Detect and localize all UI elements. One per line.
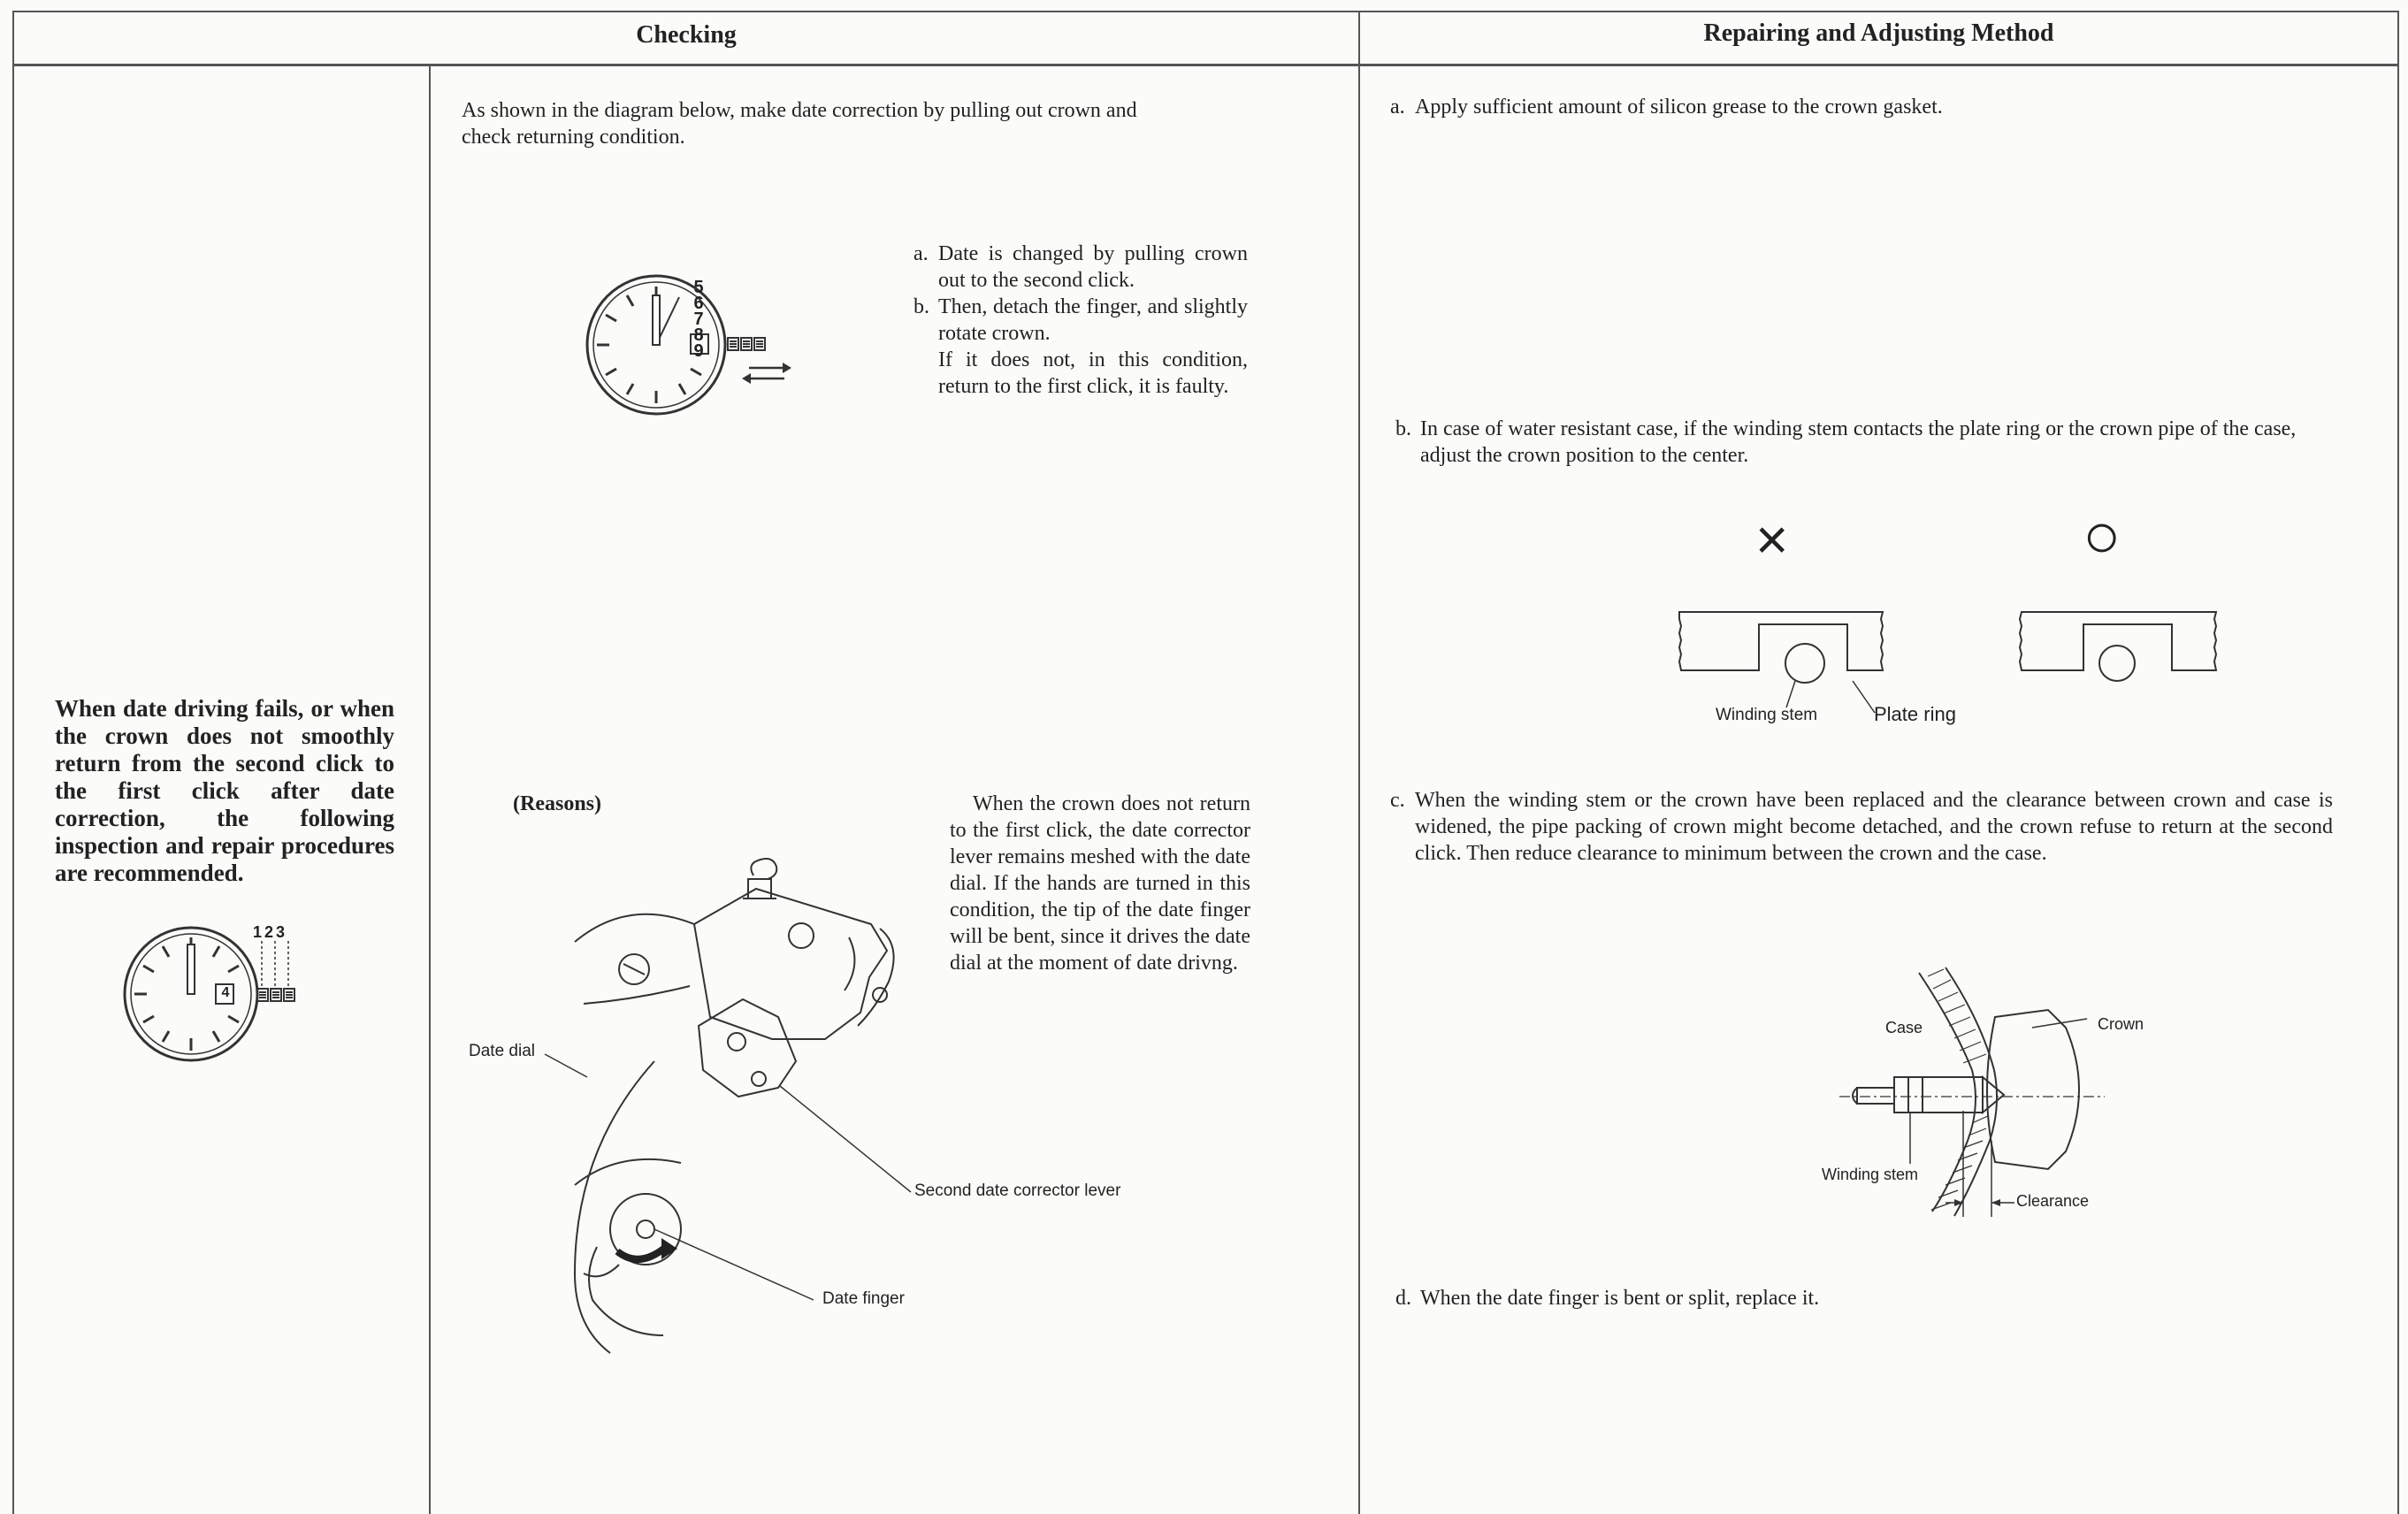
plate-ring-diagram-wrong — [1678, 611, 1884, 684]
left-dial-numbers: 123 — [253, 923, 288, 941]
step-marker: b. — [914, 295, 929, 318]
repair-step-a: a. Apply sufficient amount of silicon gr… — [1390, 94, 2328, 120]
table-right-border — [2397, 11, 2399, 1514]
dial-number-8: 8 — [693, 325, 704, 345]
dial-number-5: 5 — [693, 278, 704, 297]
step-marker: c. — [1390, 789, 1405, 812]
plate-ring-diagram-right — [2018, 611, 2218, 682]
table-left-border — [12, 11, 14, 1514]
repair-step-c: c. When the winding stem or the crown ha… — [1390, 787, 2333, 867]
label-date-finger: Date finger — [822, 1289, 905, 1308]
step-marker: a. — [914, 242, 929, 265]
checking-step-b-cont: If it does not, in this condition, retur… — [914, 347, 1248, 400]
label-crown: Crown — [2098, 1015, 2144, 1033]
table-top-border — [12, 11, 2399, 12]
column-divider-2 — [1358, 11, 1360, 1514]
step-marker: d. — [1395, 1287, 1411, 1310]
symptom-text: When date driving fails, or when the cro… — [55, 695, 394, 886]
step-text: If it does not, in this condition, retur… — [938, 348, 1248, 398]
dial-number-6: 6 — [693, 294, 704, 313]
dial-number-9: 9 — [693, 341, 704, 361]
step-text: When the date finger is bent or split, r… — [1420, 1287, 1820, 1310]
step-marker: b. — [1395, 417, 1411, 440]
repair-step-d: d. When the date finger is bent or split… — [1395, 1285, 2324, 1311]
watch-diagram-left — [123, 926, 295, 1062]
left-date-window: 4 — [221, 985, 230, 1000]
header-bottom-border — [12, 64, 2399, 66]
crown-clearance-diagram — [1839, 967, 2105, 1217]
label-date-dial: Date dial — [469, 1042, 535, 1060]
step-text: In case of water resistant case, if the … — [1420, 417, 2297, 467]
date-mechanism-diagram — [544, 858, 912, 1354]
repairing-header: Repairing and Adjusting Method — [1703, 19, 2054, 47]
wrong-mark: × — [1755, 508, 1789, 571]
column-divider-1 — [429, 65, 431, 1514]
reasons-title: (Reasons) — [513, 792, 601, 815]
checking-step-b: b. Then, detach the finger, and slightly… — [914, 294, 1248, 347]
checking-step-a: a. Date is changed by pulling crown out … — [914, 241, 1248, 294]
step-text: Date is changed by pulling crown out to … — [938, 242, 1248, 292]
label-plate-ring: Plate ring — [1874, 703, 1956, 725]
checking-intro: As shown in the diagram below, make date… — [462, 99, 1137, 149]
checking-header: Checking — [636, 21, 737, 49]
step-text: When the winding stem or the crown have … — [1415, 789, 2333, 865]
dial-number-7: 7 — [693, 310, 704, 329]
label-clearance: Clearance — [2016, 1192, 2090, 1210]
label-second-date-corrector-lever: Second date corrector lever — [914, 1181, 1121, 1200]
repair-step-b: b. In case of water resistant case, if t… — [1395, 416, 2324, 469]
step-text: Then, detach the finger, and slightly ro… — [938, 295, 1248, 345]
checking-dial-numbers: 5 6 7 8 9 — [690, 278, 707, 361]
label-winding-stem-c: Winding stem — [1822, 1166, 1919, 1183]
checking-steps: a. Date is changed by pulling crown out … — [914, 241, 1248, 400]
step-marker: a. — [1390, 96, 1405, 119]
watch-diagram-checking — [585, 274, 791, 416]
step-text: Apply sufficient amount of silicon greas… — [1415, 96, 1943, 119]
label-case: Case — [1885, 1019, 1923, 1036]
label-winding-stem-b: Winding stem — [1716, 706, 1818, 724]
reasons-text: When the crown does not return to the fi… — [950, 792, 1250, 975]
right-mark: ○ — [2083, 501, 2121, 571]
